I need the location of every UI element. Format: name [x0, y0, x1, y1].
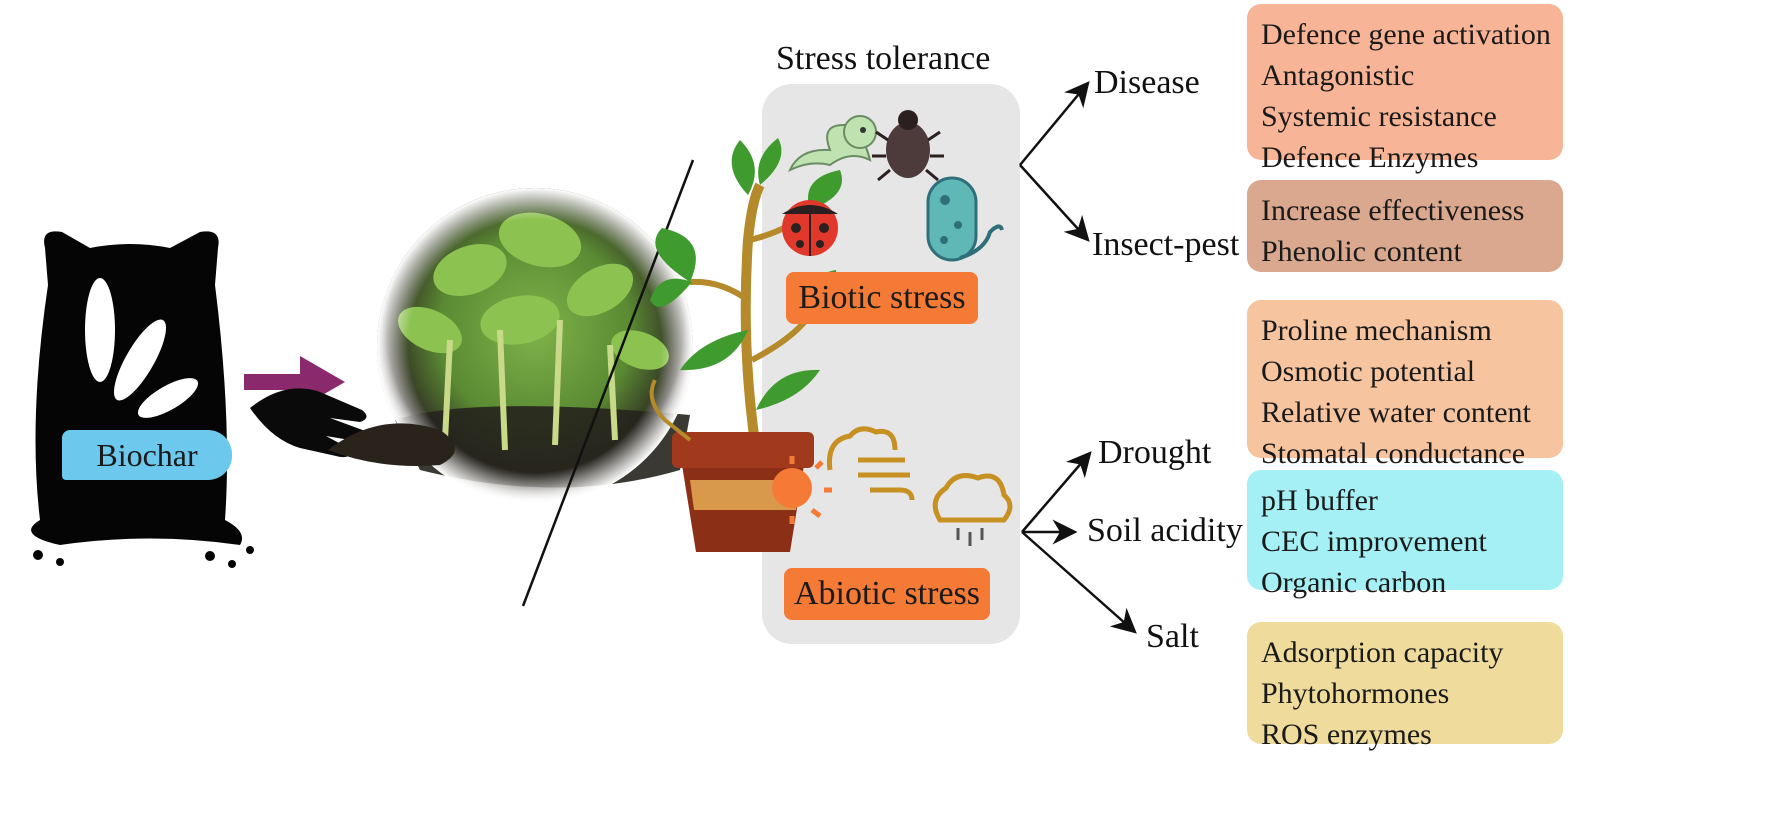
- biotic-stress-tag: Biotic stress: [786, 272, 978, 324]
- branch-label-drought: Drought: [1098, 434, 1212, 471]
- sun-icon: [772, 456, 832, 524]
- list-item: Defence Enzymes: [1261, 141, 1479, 174]
- list-item: ROS enzymes: [1261, 718, 1432, 751]
- seedling-photo: [377, 188, 693, 504]
- list-item: Defence gene activation: [1261, 18, 1551, 51]
- caterpillar-icon: [787, 115, 877, 173]
- list-item: Increase effectiveness: [1261, 194, 1525, 227]
- branch-label-soil-acidity: Soil acidity: [1087, 512, 1243, 549]
- list-item: Organic carbon: [1261, 566, 1447, 599]
- branch-arrows: [1019, 81, 1137, 634]
- branch-label-insect-pest: Insect-pest: [1092, 226, 1240, 263]
- potted-plant-icon: [649, 138, 842, 552]
- insect-pest-mechanisms-box: Increase effectiveness Phenolic content: [1247, 180, 1563, 272]
- soil-acidity-mechanisms-box: pH buffer CEC improvement Organic carbon: [1247, 470, 1563, 599]
- biochar-label: Biochar: [62, 430, 232, 480]
- list-item: Phytohormones: [1261, 677, 1450, 710]
- wind-icon: [826, 426, 915, 501]
- drought-mechanisms-box: Proline mechanism Osmotic potential Rela…: [1247, 300, 1563, 470]
- list-item: Phenolic content: [1261, 235, 1462, 268]
- salt-mechanisms-box: Adsorption capacity Phytohormones ROS en…: [1247, 622, 1563, 751]
- biochar-bag-icon: [31, 231, 254, 568]
- list-item: Proline mechanism: [1261, 314, 1492, 347]
- list-item: Adsorption capacity: [1261, 636, 1504, 669]
- ladybug-icon: [782, 200, 838, 256]
- branch-label-salt: Salt: [1146, 618, 1199, 655]
- hand-icon: [250, 388, 455, 466]
- list-item: Osmotic potential: [1261, 355, 1476, 388]
- branch-label-disease: Disease: [1094, 64, 1200, 101]
- page-title: Stress tolerance: [776, 40, 991, 77]
- disease-mechanisms-box: Defence gene activation Antagonistic Sys…: [1247, 4, 1563, 174]
- list-item: Stomatal conductance: [1261, 437, 1526, 470]
- bacterium-icon: [926, 176, 1004, 262]
- list-item: Systemic resistance: [1261, 100, 1497, 133]
- list-item: CEC improvement: [1261, 525, 1487, 558]
- stress-panel-bg: [762, 84, 1020, 644]
- list-item: Relative water content: [1261, 396, 1531, 429]
- beetle-icon: [872, 110, 944, 182]
- rain-cloud-icon: [932, 473, 1013, 546]
- list-item: pH buffer: [1261, 484, 1378, 517]
- list-item: Antagonistic: [1261, 59, 1415, 92]
- abiotic-stress-tag: Abiotic stress: [784, 568, 990, 620]
